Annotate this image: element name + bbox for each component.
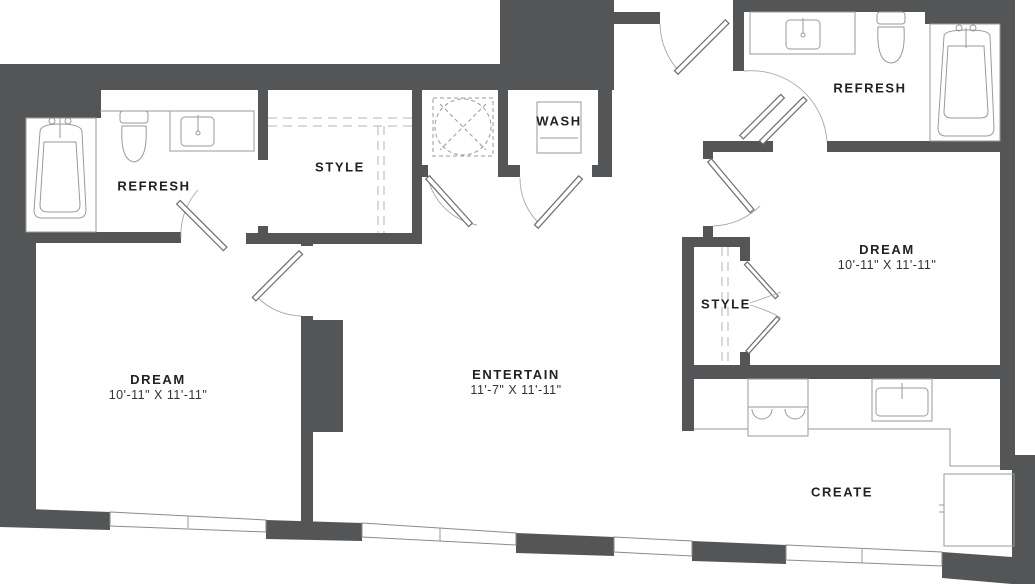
room-create: CREATE	[811, 485, 873, 500]
room-dream-left: DREAM 10'-11" X 11'-11"	[109, 372, 208, 402]
room-name: STYLE	[701, 296, 751, 312]
room-name: WASH	[536, 113, 582, 129]
room-name: REFRESH	[117, 178, 191, 194]
room-dream-right: DREAM 10'-11" X 11'-11"	[838, 242, 937, 272]
room-wash: WASH	[536, 114, 581, 129]
room-name: DREAM	[859, 242, 915, 257]
windows	[109, 511, 943, 567]
room-name: ENTERTAIN	[472, 367, 560, 382]
room-style-top: STYLE	[315, 160, 365, 175]
fixtures	[25, 11, 1015, 547]
room-name: STYLE	[315, 159, 365, 175]
room-dimensions: 10'-11" X 11'-11"	[108, 388, 208, 402]
room-name: DREAM	[130, 372, 186, 387]
doors	[175, 18, 828, 355]
room-name: CREATE	[810, 484, 874, 500]
room-refresh-left: REFRESH	[117, 179, 190, 194]
room-dimensions: 10'-11" X 11'-11"	[837, 258, 937, 272]
room-name: REFRESH	[833, 80, 907, 96]
room-style-right: STYLE	[701, 297, 751, 312]
room-dimensions: 11'-7" X 11'-11"	[470, 383, 562, 397]
room-refresh-right: REFRESH	[833, 81, 906, 96]
room-entertain: ENTERTAIN 11'-7" X 11'-11"	[470, 367, 561, 397]
